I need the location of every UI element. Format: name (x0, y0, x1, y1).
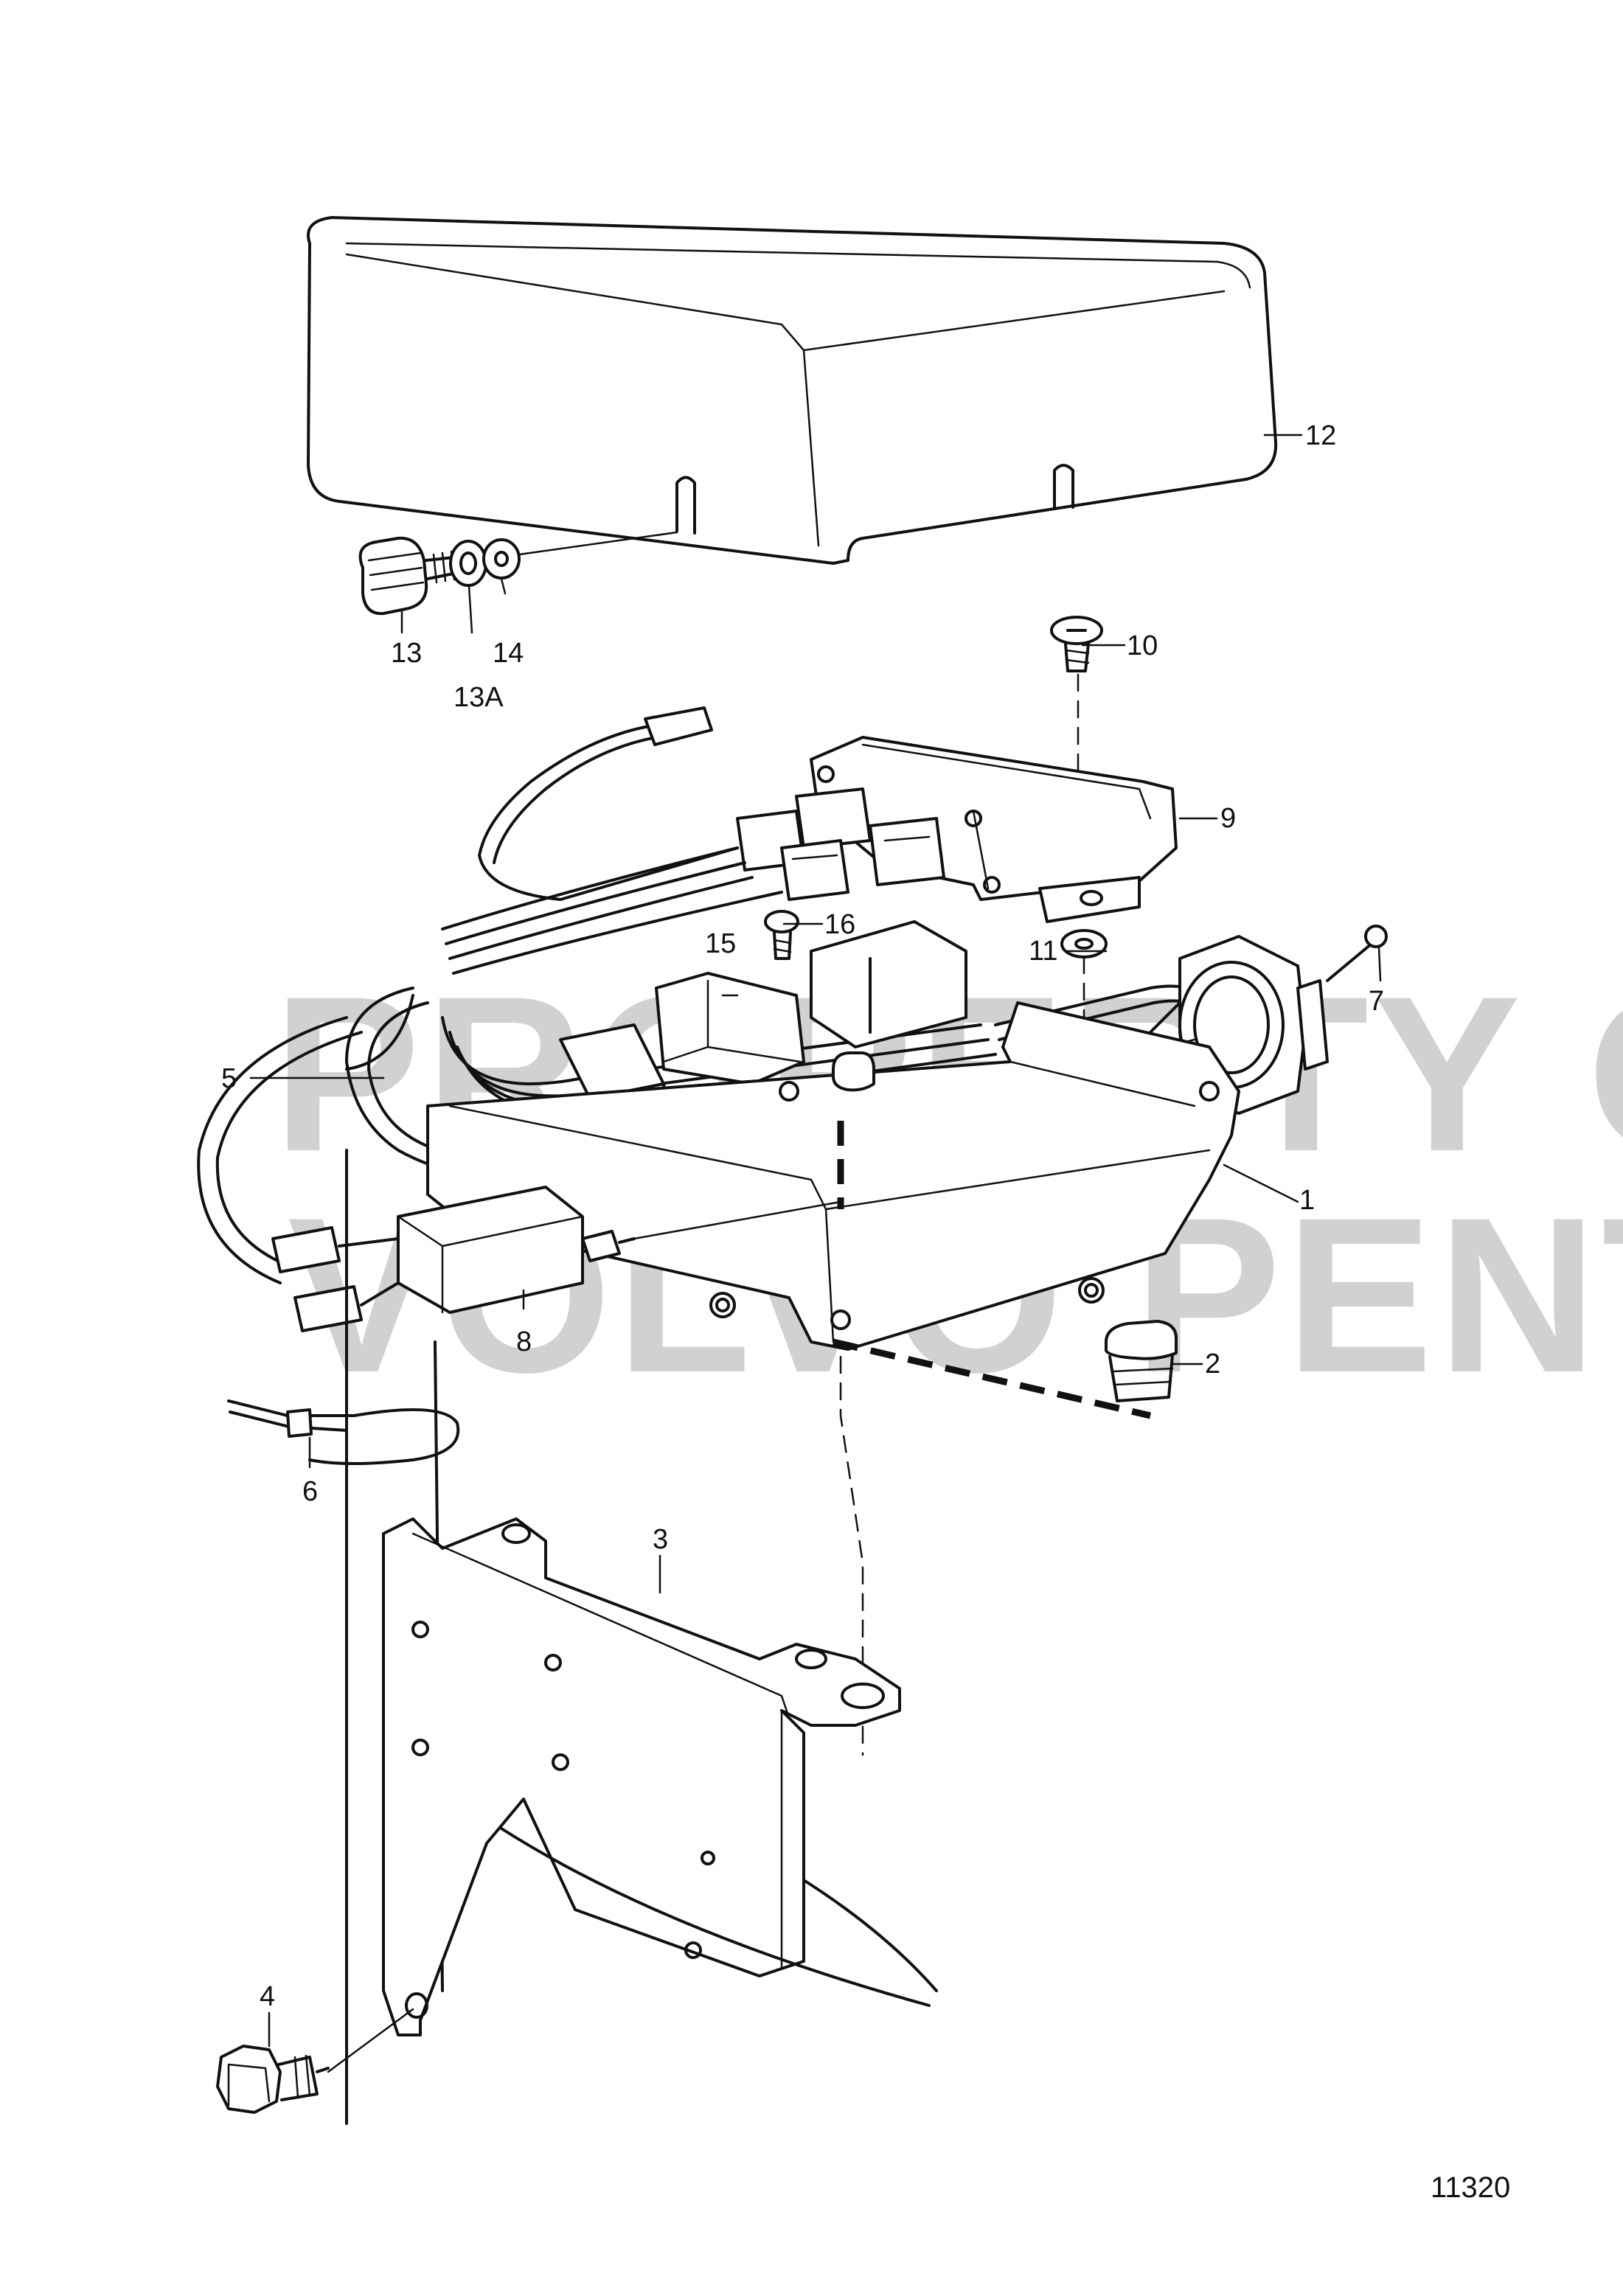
callout-8: 8 (516, 1326, 532, 1357)
round-connector-part-7 (1105, 925, 1388, 1115)
bolt-part-2 (1105, 1320, 1178, 1402)
callout-4: 4 (260, 1981, 275, 2012)
circuit-breaker-part-8 (271, 1186, 842, 1332)
mounting-tray-part-1 (426, 920, 1240, 1756)
callout-9: 9 (1220, 803, 1236, 834)
callout-16: 16 (824, 909, 855, 940)
screw-part-4 (216, 2008, 414, 2114)
callout-13: 13 (391, 638, 422, 669)
callout-5: 5 (221, 1063, 237, 1094)
figure-number: 11320 (1431, 2171, 1510, 2204)
callout-2: 2 (1205, 1349, 1220, 1380)
callout-14: 14 (493, 638, 524, 669)
screw-part-16 (764, 910, 799, 960)
control-module-part-9 (736, 736, 1178, 923)
screw-assembly-13 (358, 531, 678, 616)
cover-part-12 (307, 216, 1278, 565)
callout-labels: 12 9 10 11 16 15 1 2 7 5 8 6 3 4 13 13A … (221, 420, 1384, 2012)
callout-11: 11 (1029, 936, 1057, 967)
callout-15: 15 (705, 928, 736, 959)
leader-lines (249, 434, 1382, 2048)
callout-3: 3 (653, 1524, 668, 1555)
callout-7: 7 (1369, 986, 1384, 1017)
callout-1: 1 (1299, 1185, 1315, 1216)
callout-13a: 13A (453, 682, 504, 713)
callout-12: 12 (1305, 420, 1336, 451)
callout-6: 6 (302, 1476, 318, 1507)
bracket-part-3 (382, 1517, 938, 2036)
callout-10: 10 (1127, 630, 1158, 661)
